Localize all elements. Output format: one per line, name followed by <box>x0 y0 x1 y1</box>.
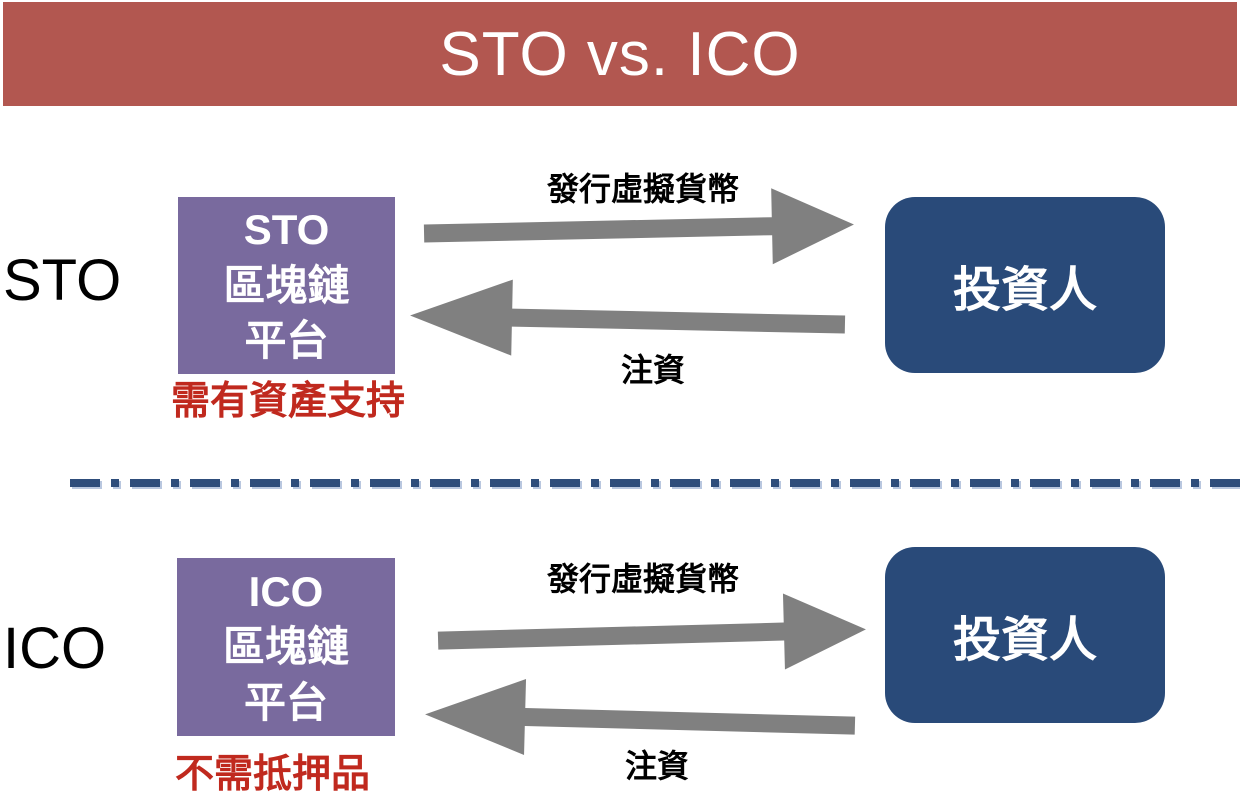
arrow-right-icon <box>437 593 866 670</box>
ico-platform-line-1: ICO <box>248 567 324 615</box>
ico-caption: 不需抵押品 <box>175 753 371 796</box>
sto-investor-box: 投資人 <box>885 197 1165 373</box>
sto-caption: 需有資產支持 <box>171 380 406 423</box>
sto-platform-line-3: 平台 <box>244 317 329 365</box>
divider-dashed-line <box>70 479 1240 489</box>
ico-arrow-right-label: 發行虛擬貨幣 <box>546 561 739 597</box>
sto-arrow-right-label: 發行虛擬貨幣 <box>546 171 739 207</box>
ico-section-label: ICO <box>3 616 107 681</box>
sto-platform-line-1: STO <box>243 206 330 254</box>
ico-investor-label: 投資人 <box>952 614 1097 667</box>
ico-platform-line-3: 平台 <box>243 678 328 726</box>
arrow-left-icon <box>425 679 856 755</box>
sto-arrow-left-label: 注資 <box>620 352 685 388</box>
arrow-right-icon <box>423 188 854 265</box>
ico-platform-box: ICO 區塊鏈 平台 <box>177 558 395 736</box>
sto-platform-box: STO 區塊鏈 平台 <box>178 197 395 374</box>
sto-section-label: STO <box>3 248 122 313</box>
sto-platform-line-2: 區塊鏈 <box>223 261 350 309</box>
ico-arrow-left-label: 注資 <box>624 748 689 784</box>
sto-investor-label: 投資人 <box>952 264 1097 317</box>
ico-platform-line-2: 區塊鏈 <box>222 623 349 671</box>
page-title: STO vs. ICO <box>439 19 801 89</box>
arrow-left-icon <box>410 279 846 356</box>
ico-investor-box: 投資人 <box>885 547 1165 723</box>
title-banner: STO vs. ICO <box>3 2 1237 106</box>
